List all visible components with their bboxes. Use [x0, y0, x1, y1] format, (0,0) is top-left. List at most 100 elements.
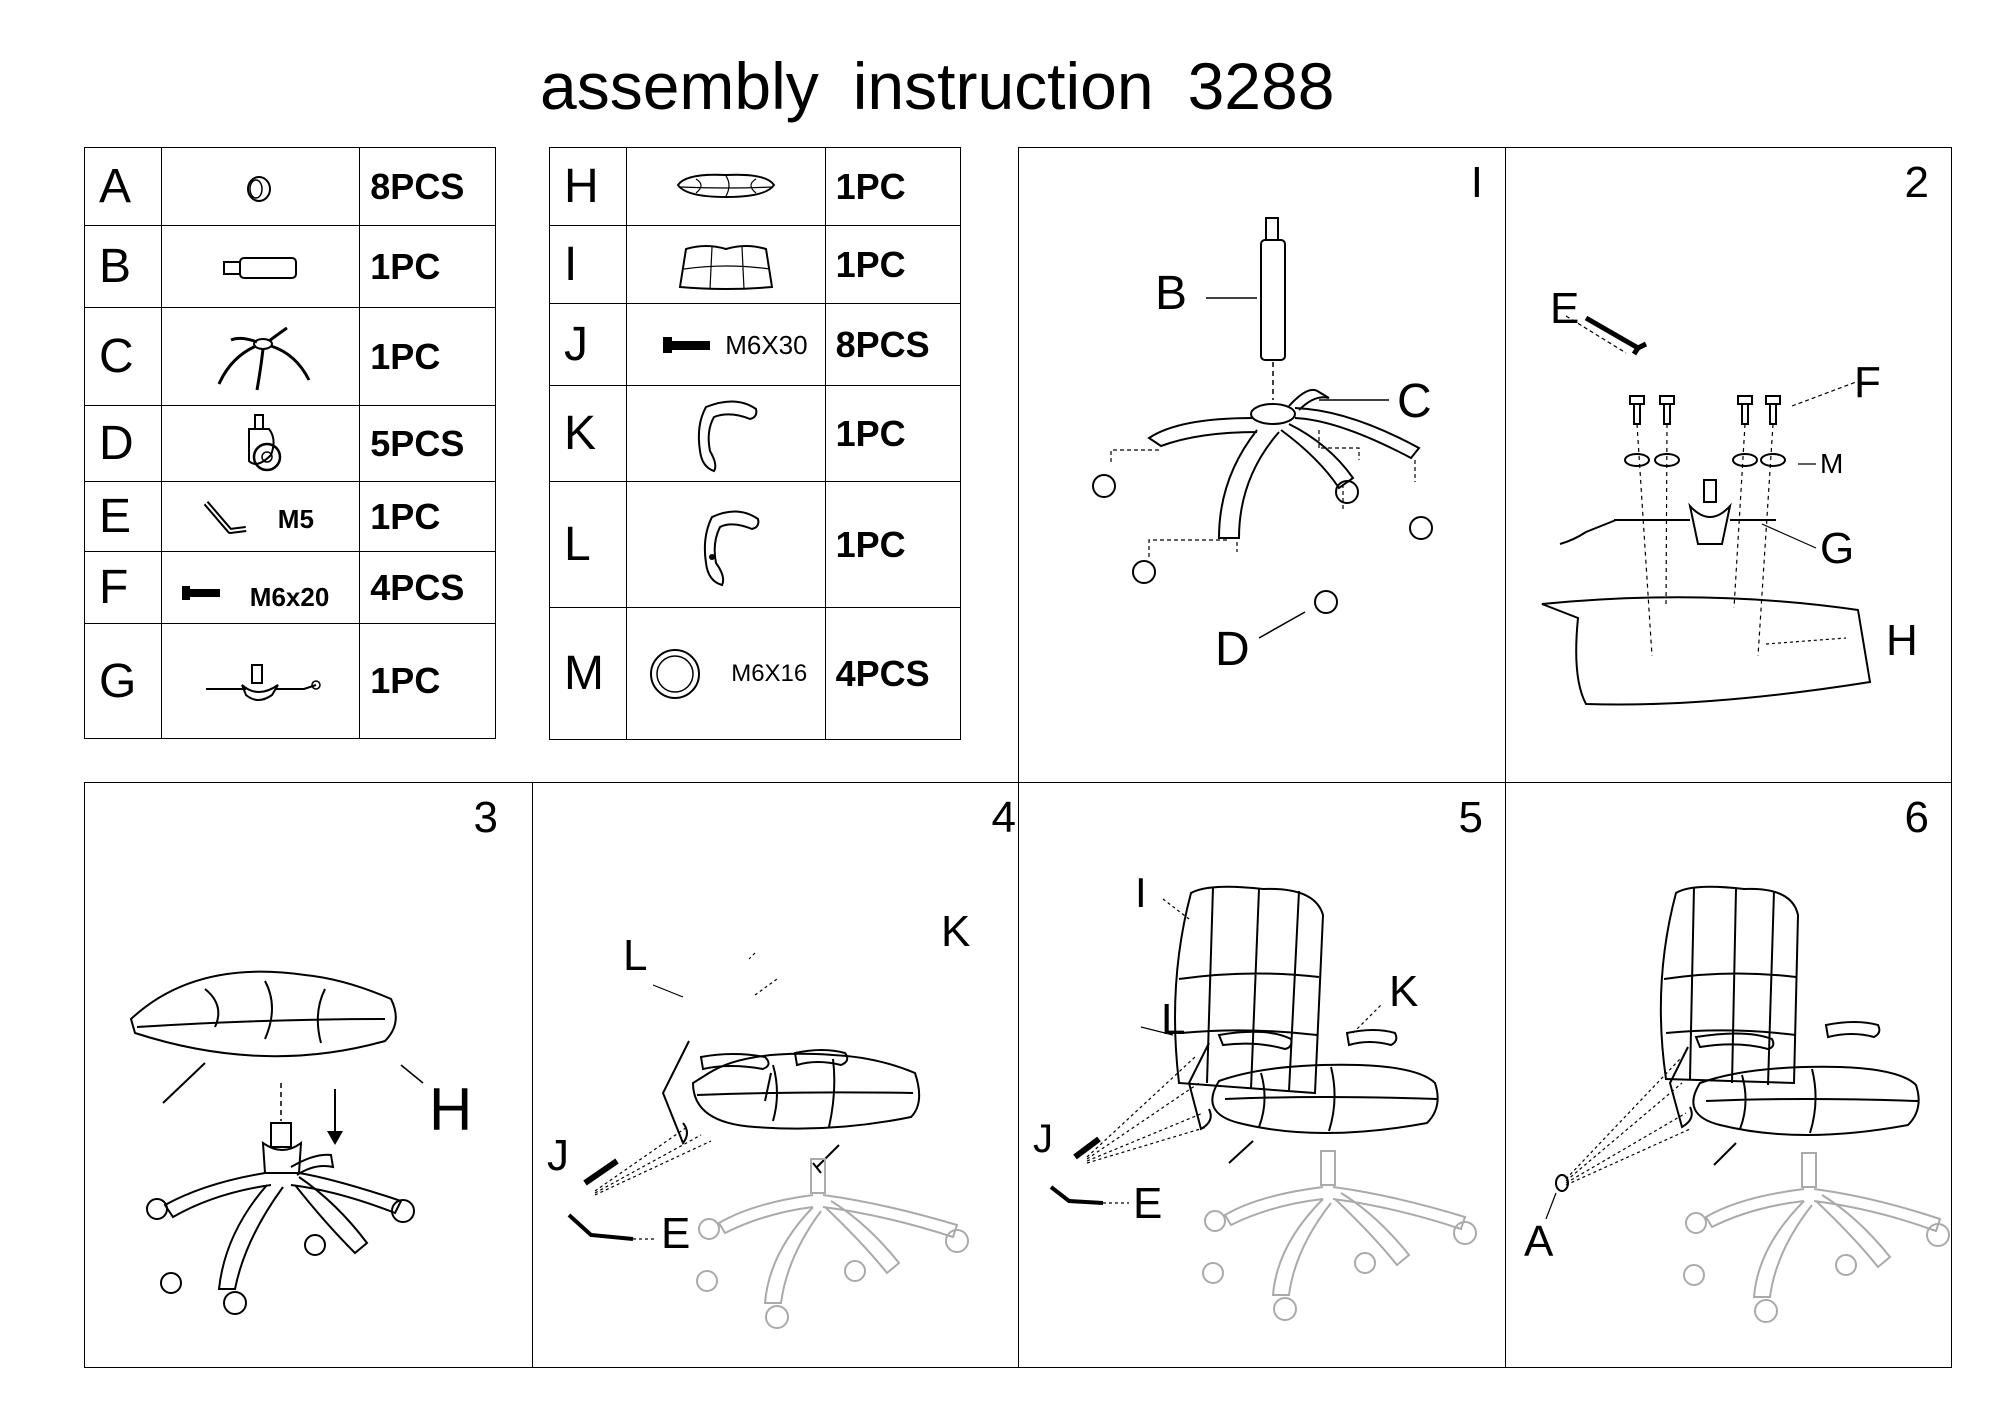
part-label-i: I: [1135, 869, 1147, 916]
gas-lift-icon: [222, 256, 297, 279]
mechanism-assembly-drawing: [1541, 315, 1872, 706]
part-row: F M6x20 4PCS: [84, 551, 496, 624]
part-picture: M6x20: [160, 551, 361, 624]
part-label-m: M: [1820, 448, 1844, 479]
bolt-icon: [181, 585, 220, 600]
part-label-g: G: [1820, 524, 1855, 573]
part-qty: 4PCS: [359, 551, 496, 624]
title-word-2: instruction: [852, 49, 1154, 123]
mechanism-icon: [205, 664, 321, 701]
part-label-j: J: [1033, 1117, 1053, 1161]
part-label-c: C: [1397, 375, 1432, 428]
part-letter: L: [548, 481, 628, 608]
part-row: E M5 1PC: [84, 481, 496, 552]
part-picture: M5: [160, 481, 361, 552]
part-qty: 1PC: [359, 225, 496, 308]
step-panel-3: 3 H: [84, 782, 533, 1368]
part-qty: 5PCS: [359, 405, 496, 482]
step-panel-2: 2 E F M G H: [1505, 147, 1952, 783]
part-label-h: H: [1886, 616, 1918, 665]
part-qty: 1PC: [824, 385, 962, 482]
part-label-a: A: [1524, 1217, 1554, 1266]
part-letter: A: [84, 147, 162, 226]
base-assembly-drawing: [1092, 217, 1433, 639]
part-picture: [160, 147, 361, 226]
part-letter: B: [84, 225, 162, 308]
part-picture: [626, 147, 826, 226]
part-letter: K: [548, 385, 628, 482]
part-letter: M: [548, 607, 628, 740]
part-letter: F: [84, 551, 162, 624]
step-panel-5: 5 I L K J E: [1018, 782, 1506, 1368]
part-picture: M6X30: [626, 303, 826, 386]
part-label-j: J: [547, 1131, 569, 1180]
star-base-icon: [217, 326, 310, 390]
part-row: G 1PC: [84, 623, 496, 739]
part-qty: 1PC: [359, 481, 496, 552]
step-number: 3: [473, 793, 498, 842]
part-row: I 1PC: [548, 225, 962, 304]
part-row: L 1PC: [548, 481, 962, 608]
part-label-e: E: [661, 1209, 691, 1258]
part-qty: 1PC: [359, 623, 496, 739]
part-qty: 1PC: [824, 481, 962, 608]
part-picture: [160, 405, 361, 482]
part-picture: [626, 481, 826, 608]
part-row: D 5PCS: [84, 405, 496, 482]
part-picture: [160, 307, 361, 406]
part-picture: [160, 623, 361, 739]
seat-mount-drawing: [129, 970, 424, 1315]
armrest-left-icon: [703, 510, 760, 586]
part-size-note: M6x20: [249, 582, 330, 612]
armrest-right-icon: [697, 400, 758, 472]
part-label-k: K: [1389, 967, 1419, 1016]
step-number: 6: [1904, 793, 1929, 842]
part-picture: [626, 225, 826, 304]
part-size-note: M6X30: [725, 330, 808, 360]
part-letter: H: [548, 147, 628, 226]
part-letter: C: [84, 307, 162, 406]
part-letter: E: [84, 481, 162, 552]
step-number: I: [1470, 158, 1483, 207]
part-size-note: M6X16: [731, 660, 808, 687]
part-picture: [160, 225, 361, 308]
part-qty: 8PCS: [359, 147, 496, 226]
title-word-3: 3288: [1187, 49, 1335, 123]
parts-table-right: H 1PC I 1PC J M6X30 8PCS K 1PC L 1PC M: [548, 147, 962, 740]
part-qty: 1PC: [359, 307, 496, 406]
part-label-l: L: [623, 931, 648, 980]
caster-icon: [247, 413, 281, 471]
part-label-d: D: [1215, 623, 1250, 676]
part-qty: 1PC: [824, 147, 962, 226]
backrest-mount-drawing: [1049, 885, 1477, 1321]
washer-icon: [649, 648, 700, 699]
cap-icon: [246, 175, 271, 202]
part-label-h: H: [429, 1076, 473, 1143]
backrest-icon: [678, 244, 774, 290]
part-label-e: E: [1550, 284, 1580, 333]
part-label-l: L: [1161, 995, 1186, 1044]
step-panel-1: I B C D: [1018, 147, 1506, 783]
step-number: 2: [1904, 158, 1929, 207]
part-label-f: F: [1854, 358, 1881, 407]
part-letter: I: [548, 225, 628, 304]
part-row: J M6X30 8PCS: [548, 303, 962, 386]
part-qty: 8PCS: [824, 303, 962, 386]
part-row: C 1PC: [84, 307, 496, 406]
part-label-k: K: [941, 907, 971, 956]
part-letter: J: [548, 303, 628, 386]
part-picture: [626, 385, 826, 482]
step-panel-4: 4 L K J E: [532, 782, 1019, 1368]
hex-key-icon: [203, 500, 246, 534]
step-panel-6: 6 A: [1505, 782, 1952, 1368]
part-row: B 1PC: [84, 225, 496, 308]
part-row: A 8PCS: [84, 147, 496, 226]
part-label-b: B: [1155, 267, 1188, 320]
part-qty: 4PCS: [824, 607, 962, 740]
part-label-e: E: [1133, 1179, 1163, 1228]
parts-table-left: A 8PCS B 1PC C 1PC D 5PCS E M5 1PC F: [84, 147, 496, 739]
part-picture: M6X16: [626, 607, 826, 740]
step-number: 4: [991, 793, 1016, 842]
part-row: M M6X16 4PCS: [548, 607, 962, 740]
